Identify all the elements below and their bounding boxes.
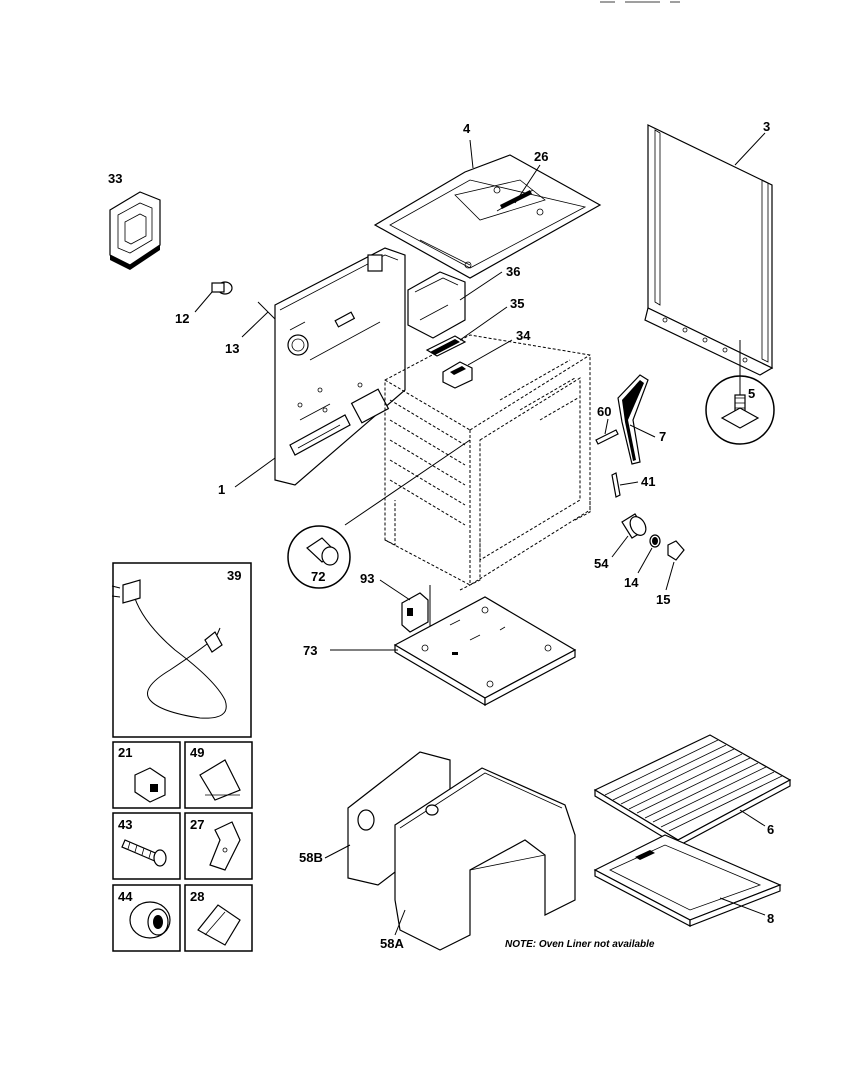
part-54-lamp-socket: [621, 513, 647, 539]
part-4-top-cover: [373, 154, 602, 279]
leader-35: [459, 306, 508, 341]
oven-cavity-body: [384, 334, 591, 591]
label-73: 73: [303, 643, 317, 658]
part-14-lamp-ring: [649, 534, 661, 548]
part-28-box: [184, 884, 253, 952]
label-36: 36: [506, 264, 520, 279]
label-8: 8: [767, 911, 774, 926]
part-93-bracket: [401, 585, 431, 640]
label-72: 72: [311, 569, 325, 584]
label-35: 35: [510, 296, 524, 311]
label-60: 60: [597, 404, 611, 419]
leader-15: [665, 561, 675, 591]
part-21-box: [112, 741, 181, 809]
part-12-screw: [194, 281, 233, 313]
part-3-side-panel: [644, 124, 774, 376]
note-oven-liner: NOTE: Oven Liner not available: [505, 939, 655, 950]
label-21: 21: [118, 745, 132, 760]
part-36-duct: [407, 271, 466, 339]
part-6-oven-rack: [593, 734, 792, 848]
leader-41: [619, 481, 639, 486]
label-28: 28: [190, 889, 204, 904]
leader-8: [719, 897, 766, 916]
label-6: 6: [767, 822, 774, 837]
part-7-hinge: [617, 374, 649, 465]
label-41: 41: [641, 474, 655, 489]
label-27: 27: [190, 817, 204, 832]
label-13: 13: [225, 341, 239, 356]
leader-93: [379, 579, 411, 601]
leader-7: [629, 424, 656, 438]
leader-4: [469, 139, 474, 169]
label-58a: 58A: [380, 936, 404, 951]
part-33-bracket: [109, 191, 161, 270]
part-60-pin: [595, 429, 619, 445]
leader-3: [734, 132, 766, 166]
leader-6: [739, 809, 766, 827]
label-3: 3: [763, 119, 770, 134]
leader-58a: [394, 909, 406, 936]
part-5-leveling-leg: [705, 340, 775, 445]
label-49: 49: [190, 745, 204, 760]
part-72-knob: [287, 439, 471, 589]
part-49-box: [184, 741, 253, 809]
label-12: 12: [175, 311, 189, 326]
part-15-lamp-bulb: [667, 540, 685, 561]
label-33: 33: [108, 171, 122, 186]
label-58b: 58B: [299, 850, 323, 865]
label-44: 44: [118, 889, 133, 904]
label-54: 54: [594, 556, 609, 571]
leader-1: [234, 457, 276, 488]
leader-60: [604, 418, 609, 435]
part-13-pin: [241, 301, 279, 338]
part-39-power-cord: [111, 562, 252, 738]
leader-58b: [324, 844, 351, 859]
part-1-back-panel: [274, 247, 406, 486]
part-41-clip: [611, 472, 621, 498]
part-44-box: [112, 884, 181, 952]
leader-14: [637, 547, 653, 574]
label-1: 1: [218, 482, 225, 497]
label-14: 14: [624, 575, 639, 590]
label-93: 93: [360, 571, 374, 586]
part-58a-oven-liner: [394, 767, 576, 951]
part-34-vent: [442, 361, 473, 389]
part-35-gasket: [425, 335, 467, 357]
label-26: 26: [534, 149, 548, 164]
part-8-broiler-pan: [593, 834, 782, 927]
label-39: 39: [227, 568, 241, 583]
part-73-bottom-panel: [393, 596, 577, 707]
part-43-box: [112, 812, 181, 880]
label-34: 34: [516, 328, 531, 343]
label-15: 15: [656, 592, 670, 607]
leader-34: [467, 339, 513, 366]
leader-54: [611, 535, 629, 558]
label-4: 4: [463, 121, 471, 136]
leader-36: [459, 271, 503, 301]
part-27-box: [184, 812, 253, 880]
label-43: 43: [118, 817, 132, 832]
label-7: 7: [659, 429, 666, 444]
leader-26: [514, 164, 541, 204]
label-5: 5: [748, 386, 755, 401]
